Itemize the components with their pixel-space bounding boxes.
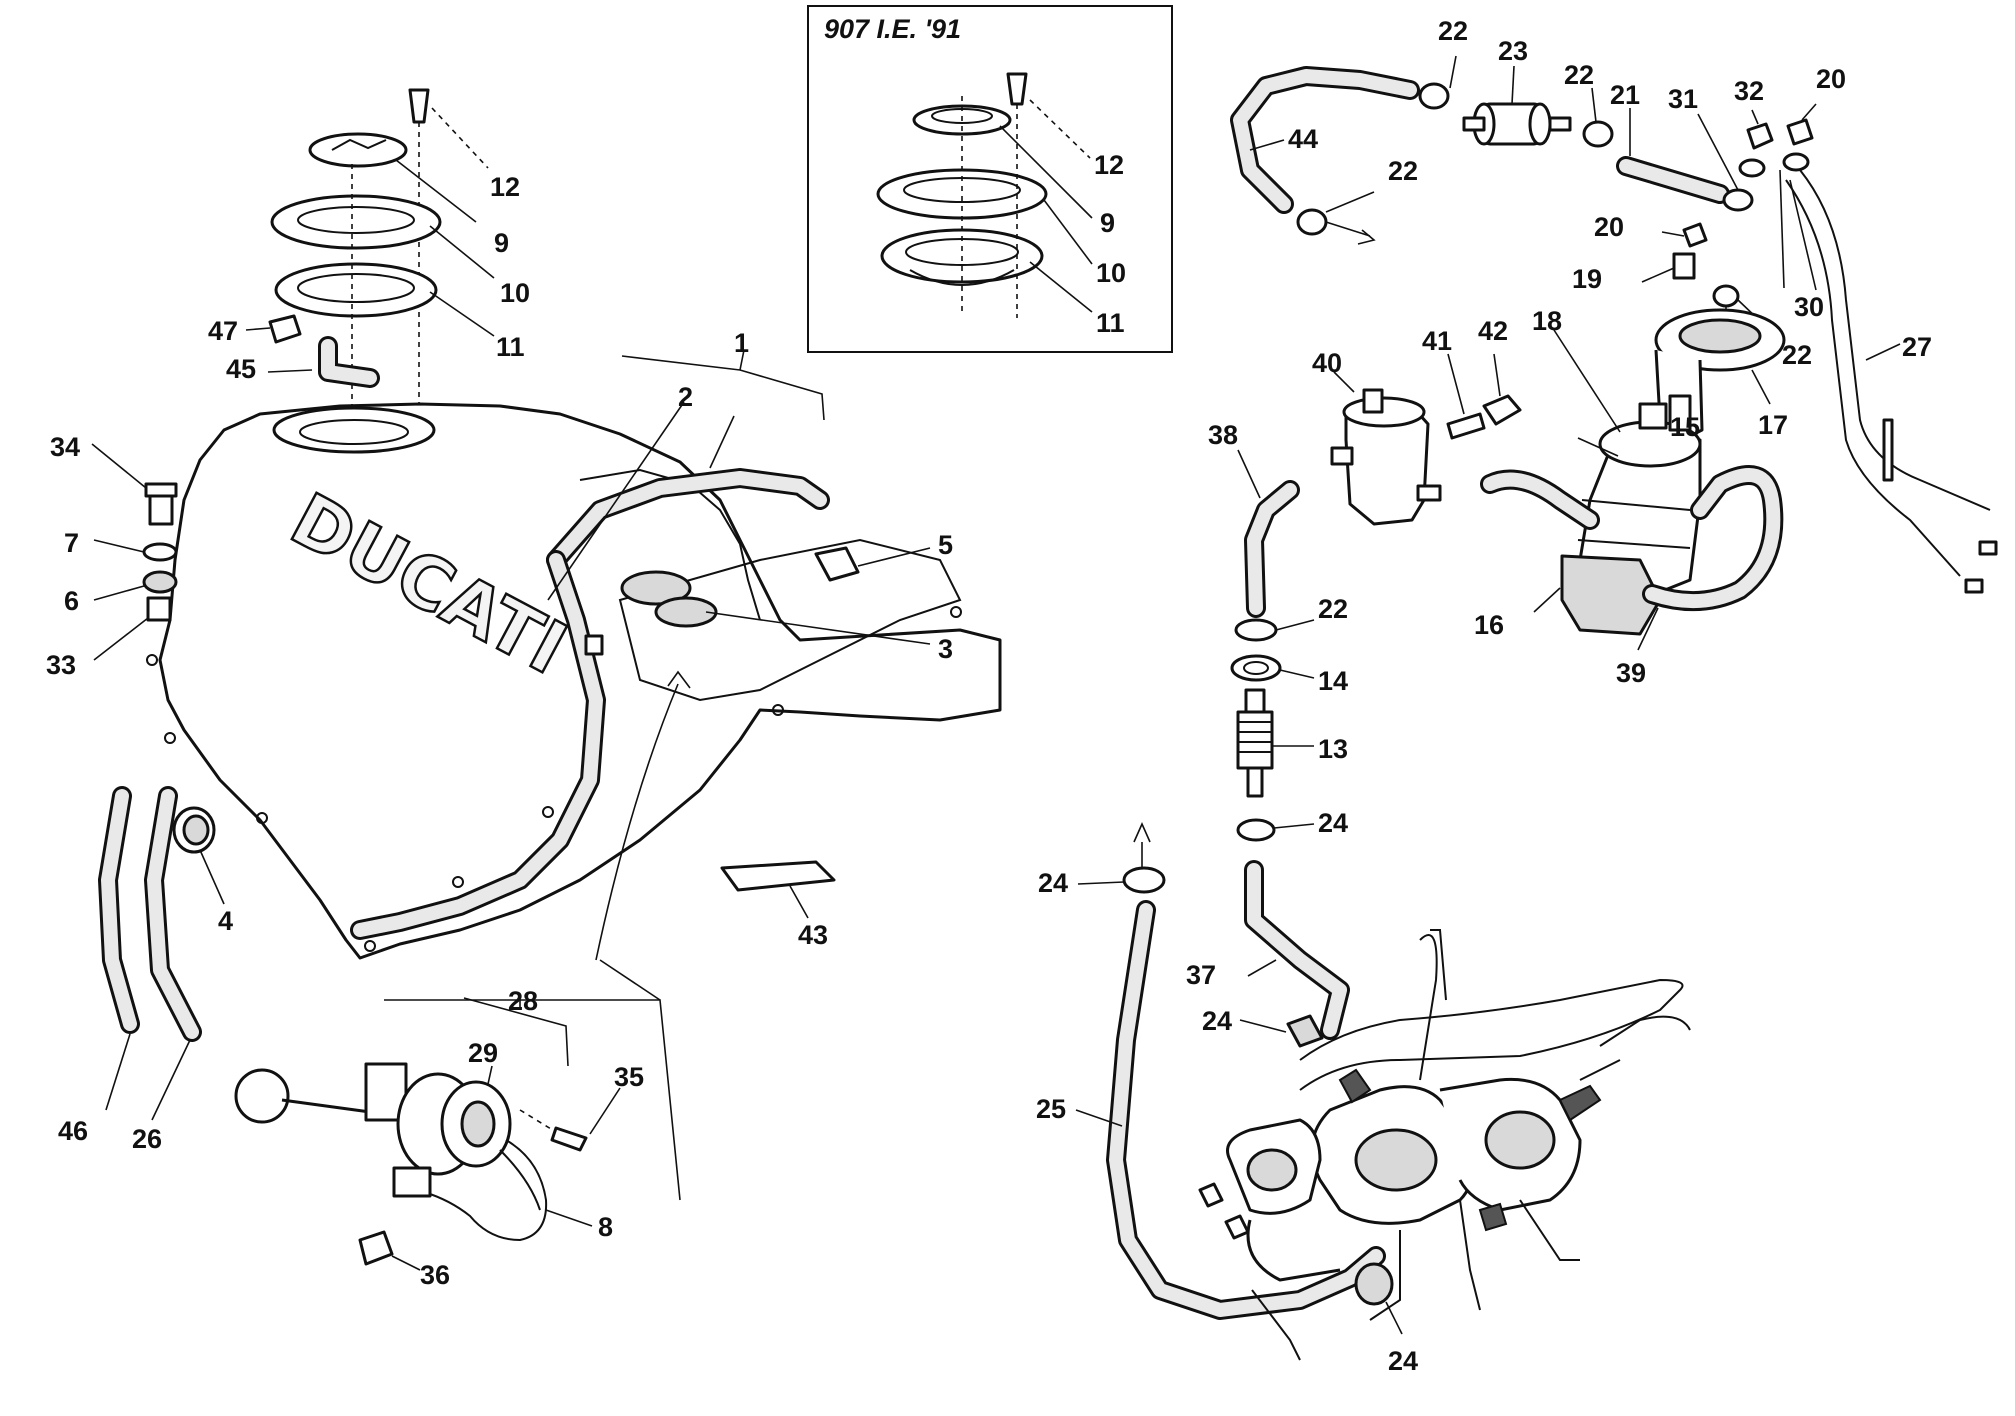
callout-7: 7: [64, 528, 79, 558]
fuel-pump: [1480, 308, 1786, 651]
callout-26: 26: [132, 1124, 162, 1154]
vent-hoses: [98, 786, 225, 1121]
callout-5: 5: [938, 530, 953, 560]
callout-19: 19: [1572, 264, 1602, 294]
fuel-tank: DUCATI: [146, 349, 1002, 960]
callout-31: 31: [1668, 84, 1698, 114]
callout-16: 16: [1474, 610, 1504, 640]
fuel-line-44: [1230, 66, 1420, 245]
callout-27: 27: [1902, 332, 1932, 362]
callout-15: 15: [1670, 412, 1700, 442]
callout-33: 33: [46, 650, 76, 680]
callout-24-a: 24: [1318, 808, 1348, 838]
inset-907ie-91: 907 I.E. '91: [807, 5, 1173, 353]
callout-45: 45: [226, 354, 256, 384]
inset-title: 907 I.E. '91: [824, 14, 961, 44]
callout-22-a: 22: [1438, 16, 1468, 46]
callout-1: 1: [734, 328, 749, 358]
callout-12: 12: [490, 172, 520, 202]
callout-29: 29: [468, 1038, 498, 1068]
callout-35: 35: [614, 1062, 644, 1092]
left-fasteners: [91, 443, 178, 661]
callout-6: 6: [64, 586, 79, 616]
callout-30: 30: [1794, 292, 1824, 322]
pressure-regulator: [1330, 353, 1522, 526]
pump-fittings: [1641, 103, 1998, 594]
callout-8: 8: [598, 1212, 613, 1242]
callout-2: 2: [678, 382, 693, 412]
callout-14: 14: [1318, 666, 1348, 696]
return-line-25: [1075, 822, 1403, 1335]
callout-22-e: 22: [1318, 594, 1348, 624]
callout-20-b: 20: [1816, 64, 1846, 94]
callout-10: 10: [500, 278, 530, 308]
callout-43: 43: [798, 920, 828, 950]
fuel-level-sender: [234, 670, 691, 1271]
throttle-body-assembly: [1198, 929, 1691, 1361]
callout-37: 37: [1186, 960, 1216, 990]
callout-11-inset: 11: [1096, 308, 1125, 338]
callout-11: 11: [496, 332, 525, 362]
callout-22-d: 22: [1782, 340, 1812, 370]
callout-41: 41: [1422, 326, 1452, 356]
callout-42: 42: [1478, 316, 1508, 346]
callout-46: 46: [58, 1116, 88, 1146]
callout-40: 40: [1312, 348, 1342, 378]
callout-28: 28: [508, 986, 538, 1016]
callout-24-c: 24: [1202, 1006, 1232, 1036]
callout-21: 21: [1610, 80, 1640, 110]
callout-36: 36: [420, 1260, 450, 1290]
tank-cap-assembly: [245, 88, 495, 436]
callout-22-c: 22: [1388, 156, 1418, 186]
callout-25: 25: [1036, 1094, 1066, 1124]
callout-24-b: 24: [1038, 868, 1068, 898]
callout-9: 9: [494, 228, 509, 258]
callout-labels: 1 2 3 4 5 6 7 8 9 10 11 12 12 9 10 11 13…: [46, 16, 1932, 1376]
callout-34: 34: [50, 432, 80, 462]
callout-32: 32: [1734, 76, 1764, 106]
callout-17: 17: [1758, 410, 1788, 440]
decal-43: [720, 860, 836, 919]
callout-18: 18: [1532, 306, 1562, 336]
callout-47: 47: [208, 316, 238, 346]
callout-24-d: 24: [1388, 1346, 1418, 1376]
callout-12-inset: 12: [1094, 150, 1124, 180]
callout-10-inset: 10: [1096, 258, 1126, 288]
callout-20-a: 20: [1594, 212, 1624, 242]
callout-38: 38: [1208, 420, 1238, 450]
callout-22-b: 22: [1564, 60, 1594, 90]
callout-13: 13: [1318, 734, 1348, 764]
callout-23: 23: [1498, 36, 1528, 66]
fuel-filter: [1418, 55, 1730, 204]
callout-3: 3: [938, 634, 953, 664]
supply-line-38: [1230, 449, 1350, 1048]
callout-39: 39: [1616, 658, 1646, 688]
callout-9-inset: 9: [1100, 208, 1115, 238]
callout-44: 44: [1288, 124, 1318, 154]
callout-4: 4: [218, 906, 233, 936]
